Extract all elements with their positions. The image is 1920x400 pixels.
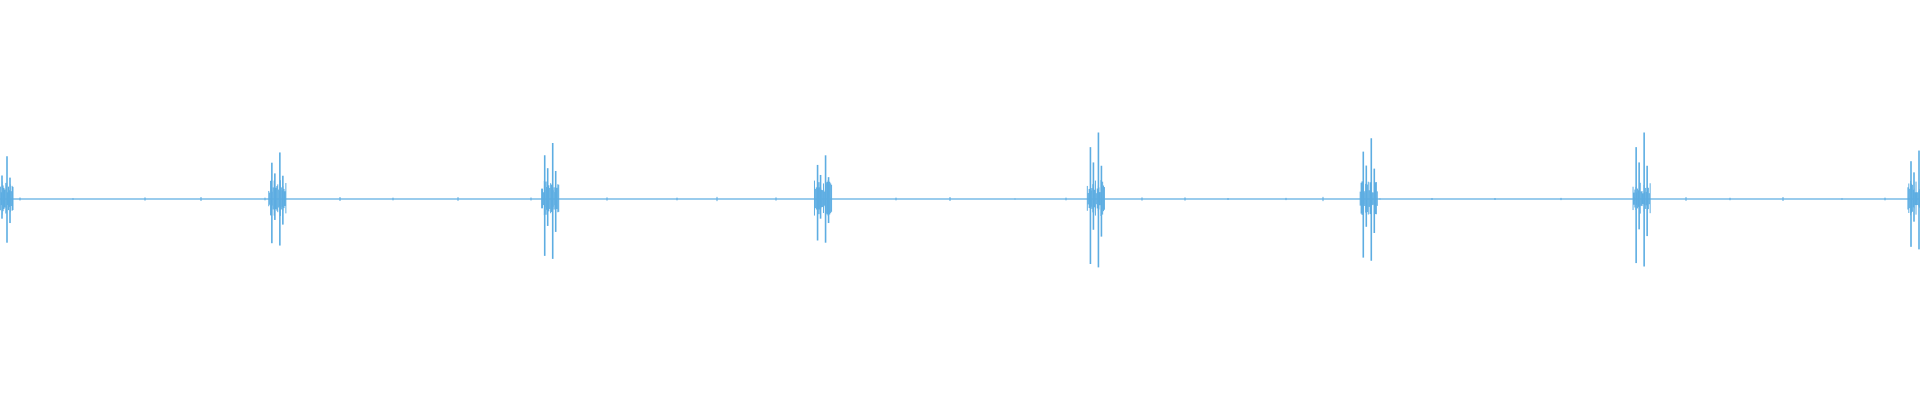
waveform-burst — [0, 156, 14, 243]
waveform-burst — [813, 155, 833, 243]
waveform-burst — [1907, 150, 1920, 250]
waveform-burst — [268, 152, 287, 246]
waveform-burst — [1359, 138, 1378, 261]
waveform-burst — [1632, 132, 1651, 267]
waveform-bursts — [0, 132, 1920, 268]
waveform-burst — [1086, 132, 1105, 268]
waveform-burst — [541, 142, 560, 259]
